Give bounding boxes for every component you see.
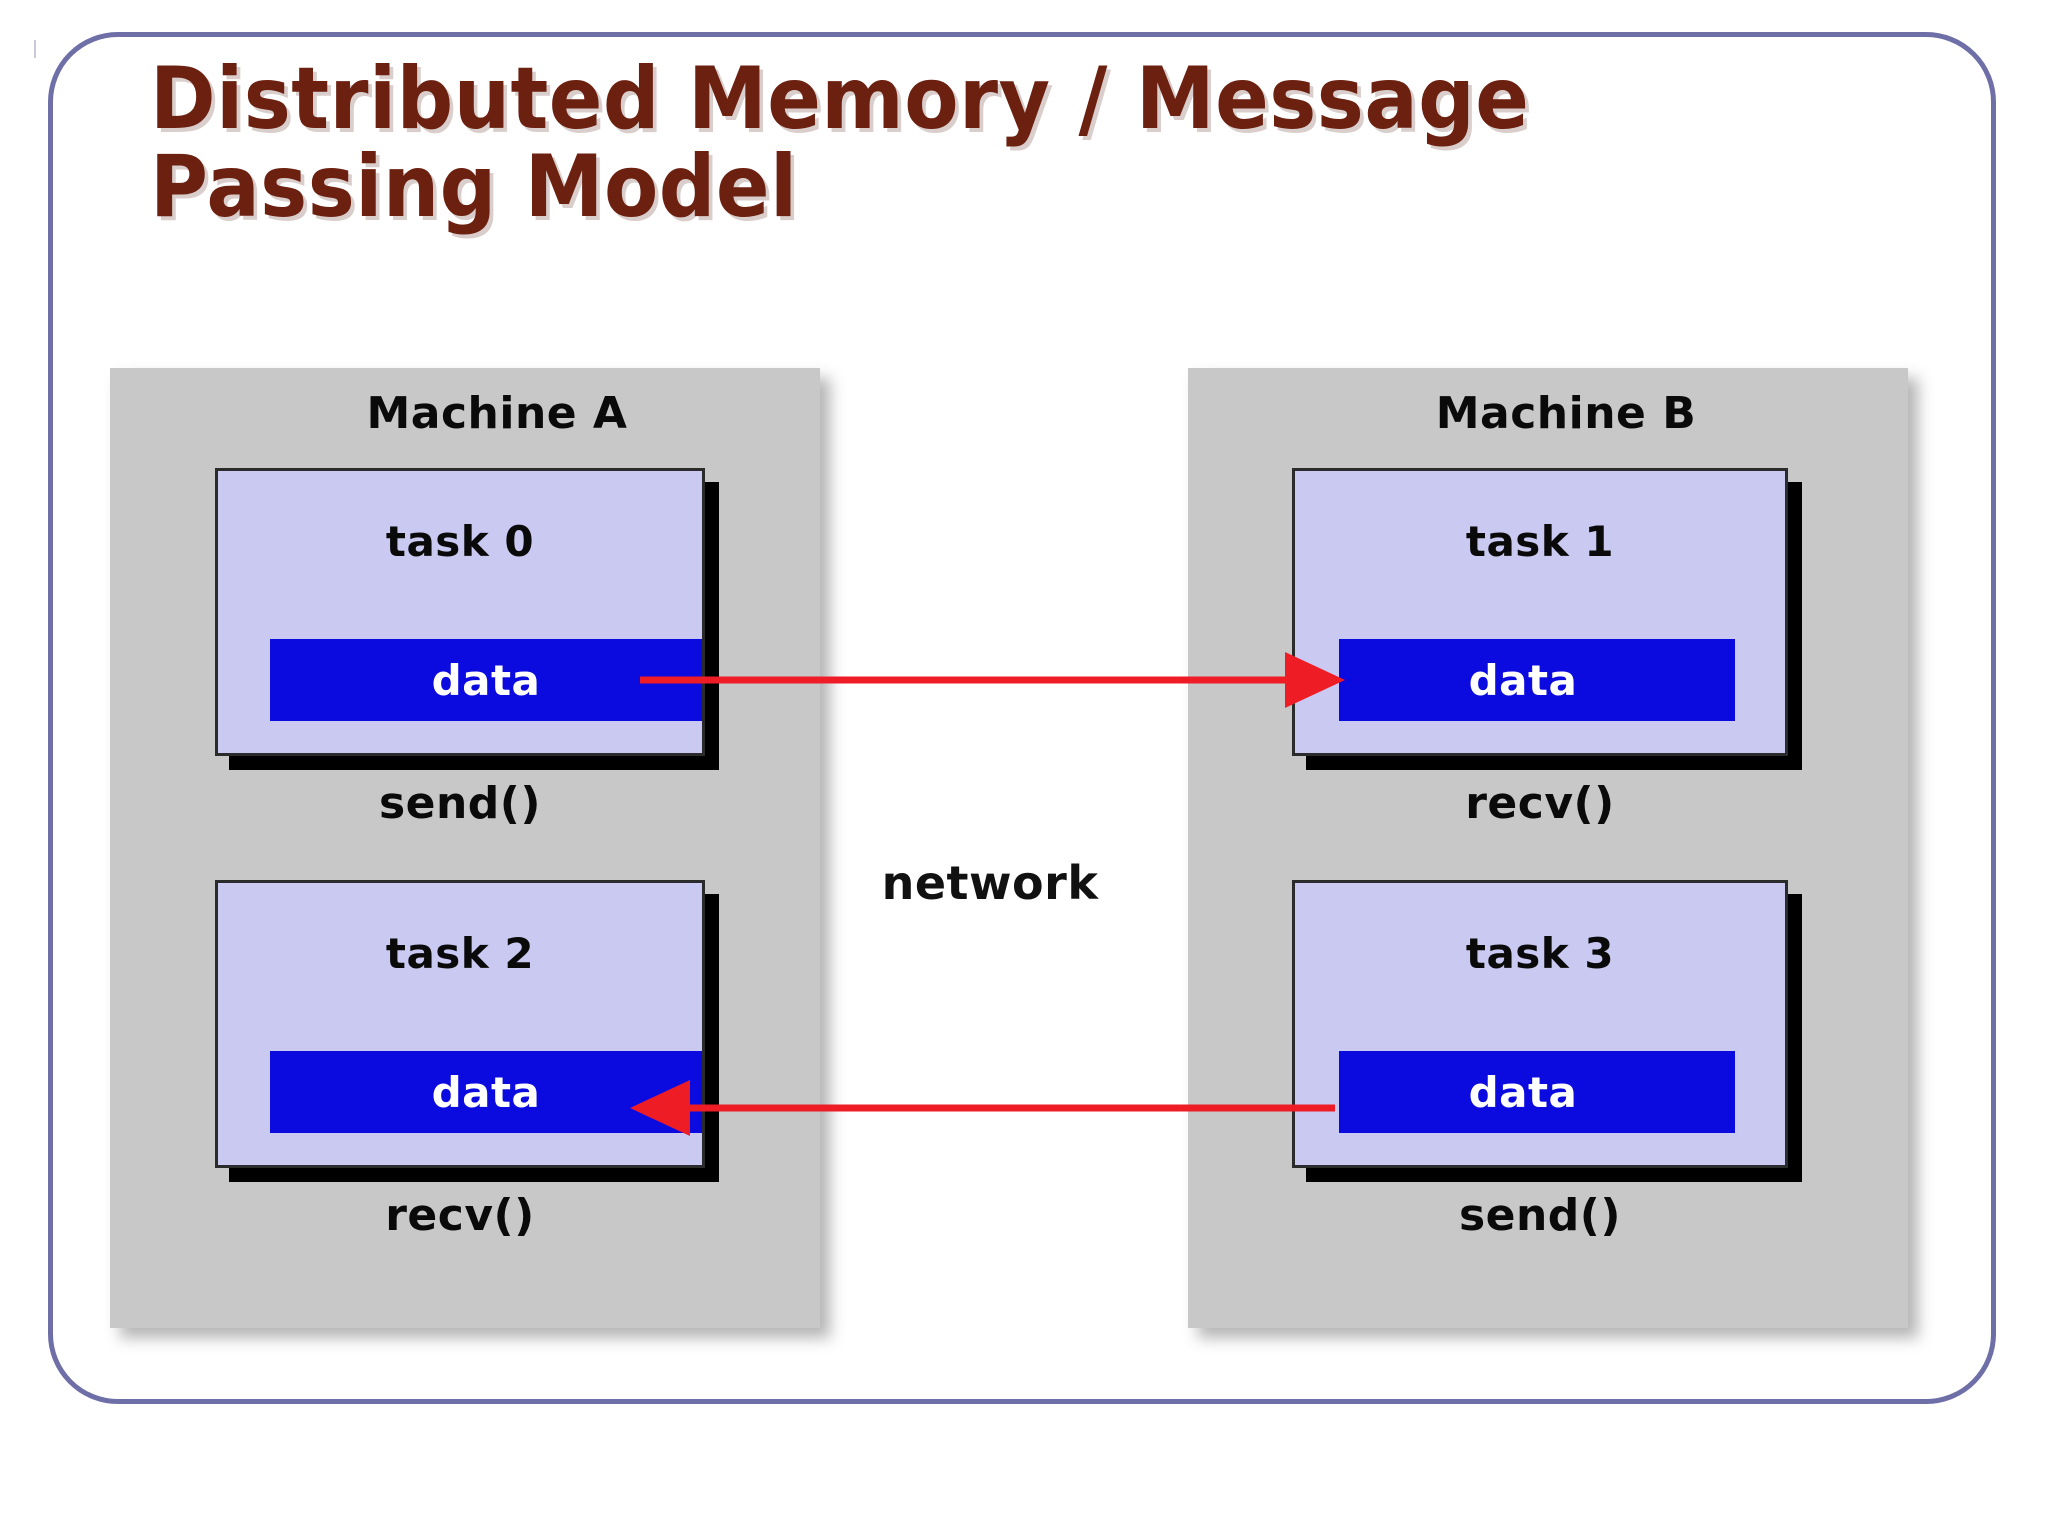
task-0-data-label: data — [431, 655, 541, 705]
task-0-label: task 0 — [385, 517, 535, 566]
task-box-3: task 3 data — [1292, 880, 1788, 1168]
machine-panel-b: Machine B task 1 data recv() task 3 data… — [1188, 368, 1908, 1328]
task-box-1: task 1 data — [1292, 468, 1788, 756]
corner-tick-mark — [34, 40, 36, 58]
task-2-label: task 2 — [385, 929, 535, 978]
task-1-label: task 1 — [1465, 517, 1615, 566]
task-3-label: task 3 — [1465, 929, 1615, 978]
task-1-call-label: recv() — [1465, 778, 1615, 829]
task-box-2: task 2 data — [215, 880, 705, 1168]
machine-b-title: Machine B — [1435, 388, 1697, 439]
task-3-data-label: data — [1468, 1067, 1578, 1117]
machine-a-title: Machine A — [366, 388, 628, 439]
task-2-data-bar: data — [270, 1051, 702, 1133]
task-2-call-label: recv() — [385, 1190, 535, 1241]
task-0-call-label: send() — [378, 778, 542, 829]
task-0-data-bar: data — [270, 639, 702, 721]
machine-panel-a: Machine A task 0 data send() task 2 data… — [110, 368, 820, 1328]
network-label: network — [881, 856, 1099, 910]
task-2-data-label: data — [431, 1067, 541, 1117]
task-1-data-bar: data — [1339, 639, 1735, 721]
task-box-0: task 0 data — [215, 468, 705, 756]
task-3-data-bar: data — [1339, 1051, 1735, 1133]
page-title: Distributed Memory / Message Passing Mod… — [150, 49, 1530, 237]
task-3-call-label: send() — [1458, 1190, 1622, 1241]
task-1-data-label: data — [1468, 655, 1578, 705]
